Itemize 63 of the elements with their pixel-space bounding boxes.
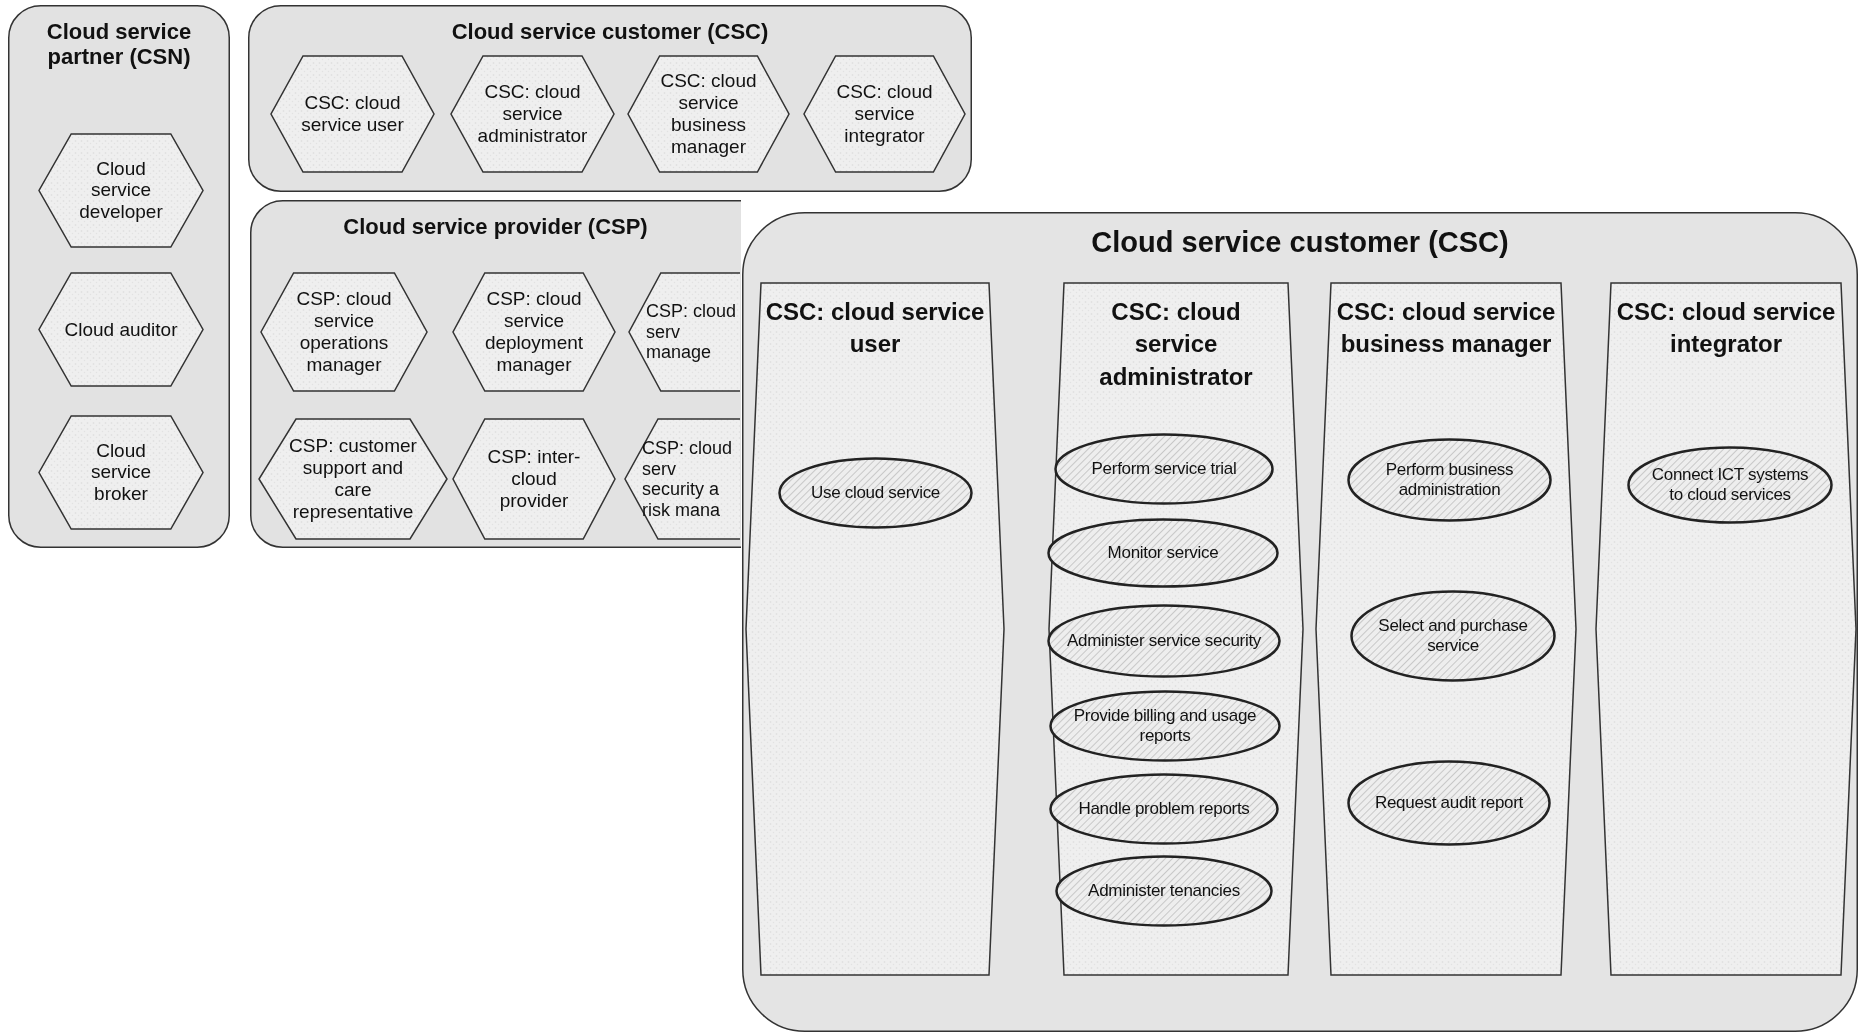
role-label: CSP: customer support and care representative <box>288 435 418 523</box>
role-label: CSC: cloud service integrator <box>835 81 934 147</box>
role-hexagon <box>628 272 740 392</box>
activity-label: Perform service trial <box>1090 459 1238 479</box>
role-hexagon <box>260 272 428 392</box>
activity-ellipse <box>1047 518 1279 588</box>
group-panel <box>8 5 230 548</box>
activity-label: Administer tenancies <box>1087 881 1241 901</box>
group-title: Cloud service provider (CSP) <box>342 214 649 240</box>
group-title: CSC: cloud service integrator <box>1615 297 1837 360</box>
group-title: Cloud service customer (CSC) <box>450 19 770 45</box>
activity-label: Monitor service <box>1106 543 1220 563</box>
activity-label: Select and purchase service <box>1377 616 1529 656</box>
group-panel <box>250 200 741 548</box>
activity-label: Handle problem reports <box>1077 799 1251 819</box>
group-title: CSC: cloud service business manager <box>1335 297 1557 360</box>
role-label: Cloud service developer <box>78 157 164 224</box>
role-label: CSP: cloud serv security a risk mana <box>642 437 734 521</box>
role-hexagon <box>38 133 204 248</box>
group-panel <box>248 5 972 192</box>
role-hexagon <box>452 418 616 540</box>
role-hexagon <box>452 272 616 392</box>
activity-ellipse <box>778 457 973 529</box>
activity-ellipse <box>1347 438 1552 522</box>
role-hexagon <box>627 55 790 173</box>
role-hexagon <box>258 418 448 540</box>
role-label: CSC: cloud service user <box>300 92 405 136</box>
group-title: CSC: cloud service user <box>765 297 985 360</box>
role-label: CSP: cloud serv manage <box>646 300 738 364</box>
group-title: Cloud service customer (CSC) <box>1090 226 1510 260</box>
activity-ellipse <box>1049 773 1279 845</box>
activity-ellipse <box>1055 855 1273 927</box>
role-label: CSC: cloud service business manager <box>659 70 758 158</box>
role-hexagon <box>38 272 204 387</box>
activity-label: Connect ICT systems to cloud services <box>1650 465 1810 505</box>
activity-label: Request audit report <box>1373 793 1524 813</box>
activity-ellipse <box>1350 590 1556 682</box>
role-hexagon <box>270 55 435 173</box>
activity-ellipse <box>1049 690 1281 762</box>
role-hexagon <box>450 55 615 173</box>
activity-label: Perform business administration <box>1384 460 1515 500</box>
group-panel <box>742 212 1858 1032</box>
activity-label: Administer service security <box>1065 631 1263 651</box>
role-label: Cloud service broker <box>89 439 153 506</box>
role-label: Cloud auditor <box>64 318 178 341</box>
activity-label: Use cloud service <box>809 483 942 503</box>
role-column <box>1048 282 1304 976</box>
role-hexagon <box>803 55 966 173</box>
role-label: CSP: cloud service deployment manager <box>483 288 585 376</box>
activity-label: Provide billing and usage reports <box>1072 706 1258 746</box>
group-title: CSC: cloud service administrator <box>1098 297 1254 392</box>
activity-ellipse <box>1627 446 1833 524</box>
role-label: CSP: inter-cloud provider <box>486 446 582 512</box>
role-column <box>1595 282 1857 976</box>
activity-ellipse <box>1054 433 1274 505</box>
activity-ellipse <box>1047 604 1281 678</box>
activity-ellipse <box>1347 760 1551 846</box>
role-label: CSP: cloud service operations manager <box>295 288 393 376</box>
role-hexagon <box>624 418 740 540</box>
role-column <box>1315 282 1577 976</box>
role-label: CSC: cloud service administrator <box>476 81 589 147</box>
group-title: Cloud service partner (CSN) <box>45 19 193 70</box>
role-hexagon <box>38 415 204 530</box>
